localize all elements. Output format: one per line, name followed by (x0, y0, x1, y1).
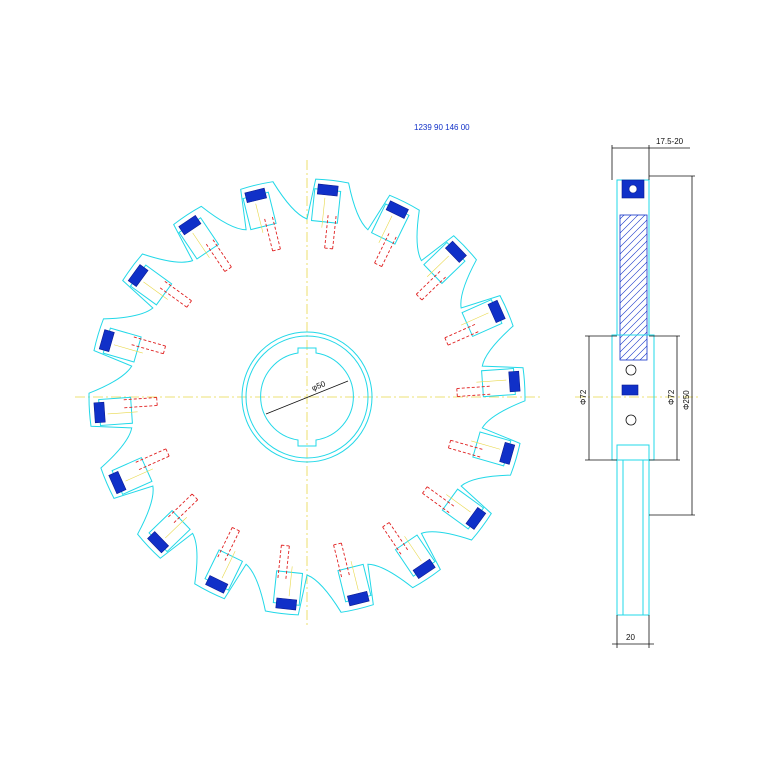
clamp-screw-hidden (374, 231, 398, 267)
cutting-insert (275, 597, 298, 611)
cutter-front-view: φ50 (75, 160, 540, 625)
clamp-screw-hidden (158, 279, 192, 308)
cutter-side-view: 17.5-20 Φ72 Φ72 Φ250 20 (575, 137, 700, 648)
hub-outer-circle (241, 331, 373, 463)
dimensions: 17.5-20 Φ72 Φ72 Φ250 20 (579, 137, 695, 648)
dim-width-bottom: 20 (626, 633, 635, 642)
side-insert-mid (621, 384, 639, 396)
tooth (370, 200, 410, 267)
dim-outer-dia: Φ250 (682, 390, 691, 410)
cutting-insert (499, 442, 516, 465)
tooth (93, 396, 158, 427)
tooth (98, 327, 166, 363)
cutting-insert (127, 264, 149, 287)
hatched-section (619, 214, 648, 361)
tooth (456, 367, 521, 398)
cutting-insert (316, 183, 339, 197)
cutting-insert (508, 370, 521, 393)
dim-hub-left: Φ72 (579, 389, 588, 405)
tooth (204, 527, 244, 594)
bore-diameter-line (265, 380, 349, 415)
tooth (178, 214, 232, 272)
tooth (108, 448, 170, 496)
cutting-insert (98, 329, 115, 352)
teeth-group (93, 183, 521, 611)
clamp-screw-hidden (382, 522, 410, 557)
cutting-insert (465, 507, 487, 530)
side-body-lower (616, 444, 650, 616)
clamp-screw-hidden (166, 493, 199, 525)
cutting-insert (244, 187, 267, 204)
dim-width-top: 17.5-20 (656, 137, 684, 146)
clamp-screw-hidden (263, 214, 281, 252)
cutting-insert (147, 531, 170, 554)
bore-diameter-label: φ50 (310, 379, 327, 393)
clamp-screw-hidden (133, 448, 170, 471)
cutting-insert (487, 299, 506, 324)
clamp-screw-hidden (121, 397, 158, 409)
tooth (310, 183, 342, 250)
cutting-insert (108, 470, 127, 495)
cutting-insert (205, 575, 229, 594)
side-bolt-bottom (625, 414, 637, 426)
tooth (333, 542, 372, 607)
clamp-screw-hidden (277, 544, 290, 581)
clamp-screw-hidden (448, 439, 485, 459)
cutting-insert (178, 214, 202, 236)
clamp-screw-hidden (129, 335, 166, 355)
hub-outer-circle-inner (245, 335, 369, 459)
tooth (272, 544, 304, 611)
cutting-insert (93, 401, 106, 424)
cutting-insert (412, 558, 436, 580)
keyway-bore (260, 347, 354, 447)
cutting-insert (444, 240, 467, 263)
cutter-body-outline (88, 178, 526, 616)
side-insert-screw (628, 184, 638, 194)
clamp-screw-hidden (216, 527, 240, 563)
tooth (415, 240, 467, 301)
clamp-screw-hidden (456, 385, 493, 397)
tooth (147, 493, 199, 554)
tooth (382, 522, 436, 580)
clamp-screw-hidden (333, 542, 351, 580)
tooth (448, 431, 516, 467)
side-hub (611, 334, 655, 461)
cutting-insert (385, 200, 409, 219)
cutting-insert (347, 590, 370, 607)
tooth (444, 298, 506, 346)
tooth (242, 187, 281, 252)
tooth (127, 264, 192, 308)
dim-hub-mid: Φ72 (667, 389, 676, 405)
clamp-screw-hidden (422, 486, 456, 515)
clamp-screw-hidden (324, 213, 337, 250)
clamp-screw-hidden (204, 237, 232, 272)
side-bolt-top (625, 364, 637, 376)
clamp-screw-hidden (415, 269, 448, 301)
part-number: 1239 90 146 00 (414, 123, 470, 132)
tooth (422, 486, 487, 530)
clamp-screw-hidden (444, 323, 481, 346)
